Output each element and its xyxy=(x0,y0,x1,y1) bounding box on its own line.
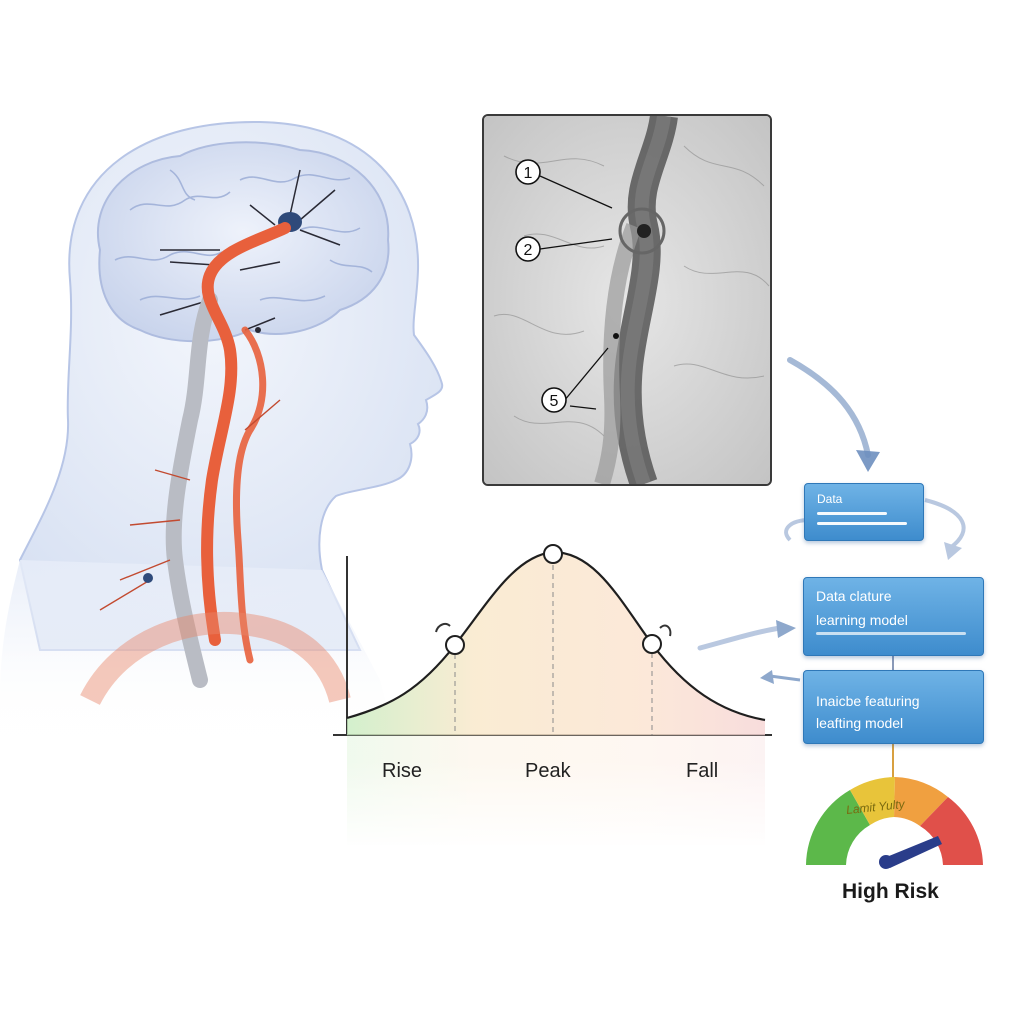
box-bot-line2: leafting model xyxy=(816,715,904,731)
box-top-label: Data xyxy=(817,492,843,506)
pipeline-box-featuring-model: Inaicbe featuring leafting model xyxy=(803,670,984,744)
peak-point xyxy=(543,544,563,564)
rise-point xyxy=(445,635,465,655)
fall-point xyxy=(642,634,662,654)
pipeline-box-data-clature: Data clature learning model xyxy=(803,577,984,656)
phase-label-fall: Fall xyxy=(686,760,719,782)
vein xyxy=(165,292,218,688)
curve-area xyxy=(347,552,765,735)
pipeline-box-data-input: Data xyxy=(804,483,924,541)
box-mid-line2: learning model xyxy=(816,612,908,628)
risk-label: High Risk xyxy=(842,880,939,903)
phase-label-peak: Peak xyxy=(525,760,571,782)
phase-label-rise: Rise xyxy=(382,760,423,782)
angio-marker-2: 2 xyxy=(524,242,533,259)
gauge-needle xyxy=(884,836,942,868)
flow-arrow-right xyxy=(697,625,783,651)
carotid-artery xyxy=(201,222,291,646)
risk-gauge xyxy=(806,777,983,869)
angio-marker-5: 5 xyxy=(550,393,559,410)
angio-marker-1: 1 xyxy=(524,165,533,182)
box-bot-line1: Inaicbe featuring xyxy=(816,693,920,709)
angio-lesion xyxy=(637,224,651,238)
angiogram-image: 1 2 5 xyxy=(484,116,770,484)
phase-curve-chart xyxy=(333,544,772,850)
angiogram-panel: 1 2 5 xyxy=(482,114,772,486)
box-mid-line1: Data clature xyxy=(816,588,892,604)
flow-arrow-down xyxy=(787,357,871,458)
